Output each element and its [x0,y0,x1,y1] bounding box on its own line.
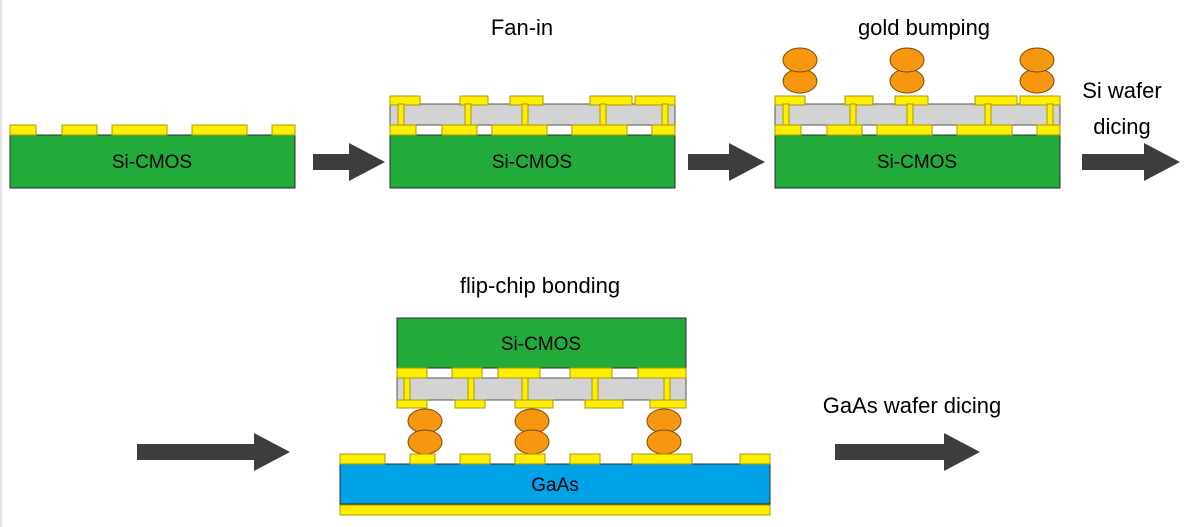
metal-pad [389,95,421,106]
metal-pad [571,124,628,136]
gold-bump [646,408,682,434]
metal-pad [396,399,428,409]
metal-pad [631,453,693,465]
metal-pad [514,399,554,409]
gaas-label: GaAs [531,475,579,496]
gold-bump [407,408,443,434]
metal-pad [409,453,436,465]
metal-pad [111,124,168,136]
metal-pad [459,95,489,106]
label-si-wafer-dicing-line2: dicing [1093,114,1150,139]
metal-via [521,377,529,401]
gold-bump [514,408,550,434]
metal-pad [774,124,802,136]
stage-bare-si-wafer: Si-CMOS [9,124,296,189]
stage-fan-in: Si-CMOS [389,95,676,189]
metal-via [521,103,529,126]
label-si-wafer-dicing-line1: Si wafer [1082,78,1161,103]
metal-pad [569,453,601,465]
metal-pad [497,367,541,379]
metal-pad [634,95,676,106]
metal-pad [271,124,296,136]
metal-pad [844,95,874,106]
metal-via [599,103,607,126]
si-cmos-flipped-die [396,317,687,369]
metal-pad [826,124,863,136]
si-cmos-substrate [9,134,296,189]
si-cmos-label: Si-CMOS [501,334,581,355]
dielectric-layer [774,103,1061,126]
metal-pad [491,124,548,136]
process-arrow [688,143,765,181]
label-flip-chip-bonding: flip-chip bonding [460,273,620,298]
gold-bump [782,68,818,94]
metal-pad [389,124,417,136]
gold-bump [514,429,550,455]
metal-via [464,103,472,126]
gold-bump [782,47,818,73]
process-arrow [313,143,385,181]
metal-pad [649,399,687,409]
metal-via [467,377,475,401]
metal-via [591,377,599,401]
metal-pad [339,504,771,516]
metal-pad [396,367,428,379]
metal-pad [651,124,676,136]
stage-gold-bumping: Si-CMOS [774,47,1061,189]
metal-pad [454,399,486,409]
gold-bump [889,68,925,94]
metal-pad [451,367,483,379]
metal-via [397,103,405,126]
metal-pad [459,453,491,465]
metal-pad [876,124,933,136]
metal-pad [1019,95,1061,106]
metal-pad [1036,124,1061,136]
gold-bump [646,429,682,455]
metal-pad [339,453,386,465]
process-arrow [1082,143,1180,181]
metal-via [403,377,411,401]
si-cmos-label: Si-CMOS [877,152,957,173]
metal-pad [584,399,624,409]
metal-via [1046,103,1054,126]
metal-pad [191,124,248,136]
metal-via [663,377,671,401]
metal-pad [589,95,633,106]
metal-via [782,103,790,126]
metal-pad [739,453,771,465]
si-cmos-label: Si-CMOS [492,152,572,173]
metal-pad [514,453,546,465]
metal-pad [956,124,1013,136]
gold-bump [1019,68,1055,94]
metal-via [661,103,669,126]
metal-pad [9,124,37,136]
metal-via [984,103,992,126]
si-cmos-label: Si-CMOS [112,152,192,173]
metal-via [849,103,857,126]
si-cmos-substrate [389,134,676,189]
stage-flip-chip-bonding: Si-CMOS GaAs [339,317,771,516]
metal-pad [774,95,806,106]
metal-pad [441,124,478,136]
metal-pad [61,124,98,136]
label-gaas-wafer-dicing: GaAs wafer dicing [823,393,1002,418]
label-gold-bumping: gold bumping [858,15,990,40]
gold-bump [407,429,443,455]
label-fan-in: Fan-in [491,15,553,40]
gaas-substrate [339,463,771,505]
gold-bump [1019,47,1055,73]
process-arrow [137,433,290,471]
process-arrows [137,143,1180,471]
metal-pad [974,95,1018,106]
process-arrow [835,433,980,471]
dielectric-layer [389,103,676,126]
gold-bump [889,47,925,73]
si-cmos-substrate [774,134,1061,189]
dielectric-layer [396,377,687,401]
metal-pad [637,367,687,379]
metal-pad [569,367,613,379]
metal-via [906,103,914,126]
